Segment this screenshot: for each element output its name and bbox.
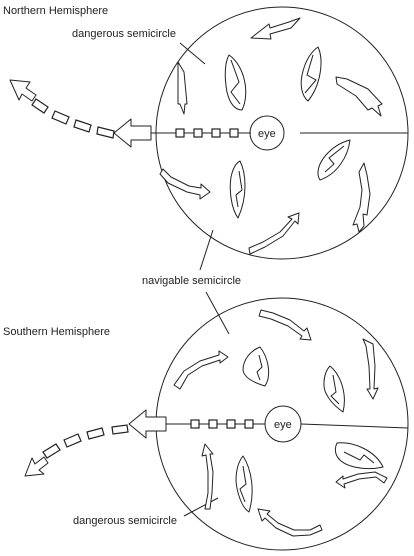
- northern-projected-path: [9, 79, 115, 139]
- southern-eye-label: eye: [274, 419, 292, 431]
- navigable-leader-line-north: [199, 229, 214, 271]
- southern-wind-arrow-1: [258, 309, 312, 341]
- southern-wind-arrow-5: [201, 443, 214, 510]
- southern-vessel-3: [334, 442, 384, 470]
- northern-track-direction-arrow: [113, 118, 152, 148]
- northern-vessel-1: [224, 54, 247, 111]
- northern-wind-arrow-6: [352, 162, 371, 233]
- northern-wind-arrow-2: [250, 17, 301, 40]
- northern-vessel-2: [300, 46, 322, 102]
- northern-vessel-3: [317, 139, 351, 181]
- navigable-semicircle-label: navigable semicircle: [142, 275, 241, 287]
- northern-wind-arrow-4: [159, 168, 211, 200]
- southern-wind-arrow-6: [257, 508, 323, 537]
- southern-track-direction-arrow: [128, 409, 167, 439]
- northern-storm-track: [151, 128, 251, 138]
- southern-storm-track: [166, 419, 265, 429]
- southern-vessel-1: [242, 346, 270, 387]
- southern-dividing-line: [300, 423, 409, 429]
- southern-projected-path: [24, 424, 129, 477]
- southern-danger-leader-line: [183, 497, 219, 517]
- southern-hemisphere-title: Southern Hemisphere: [3, 326, 110, 338]
- southern-vessel-4: [235, 455, 253, 513]
- northern-wind-arrow-5: [248, 212, 300, 255]
- southern-wind-arrow-3: [173, 350, 229, 390]
- southern-hemisphere-storm: Southern Hemisphere dangerous semicircle…: [3, 297, 409, 551]
- southern-wind-arrow-4: [335, 471, 388, 489]
- northern-hemisphere-title: Northern Hemisphere: [3, 5, 108, 17]
- navigable-leader-line-south: [205, 291, 230, 335]
- navigable-semicircle-annotation: navigable semicircle: [142, 229, 241, 335]
- northern-vessel-4: [229, 160, 246, 219]
- southern-dangerous-semicircle-label: dangerous semicircle: [73, 515, 177, 527]
- southern-vessel-2: [323, 365, 345, 413]
- northern-wind-arrow-1: [177, 61, 188, 115]
- southern-wind-arrow-2: [362, 338, 379, 400]
- northern-danger-leader-line: [179, 42, 206, 65]
- northern-wind-arrow-3: [335, 76, 383, 117]
- northern-hemisphere-storm: Northern Hemisphere dangerous semicircle…: [3, 5, 409, 260]
- northern-eye-label: eye: [258, 128, 276, 140]
- northern-dangerous-semicircle-label: dangerous semicircle: [72, 28, 176, 40]
